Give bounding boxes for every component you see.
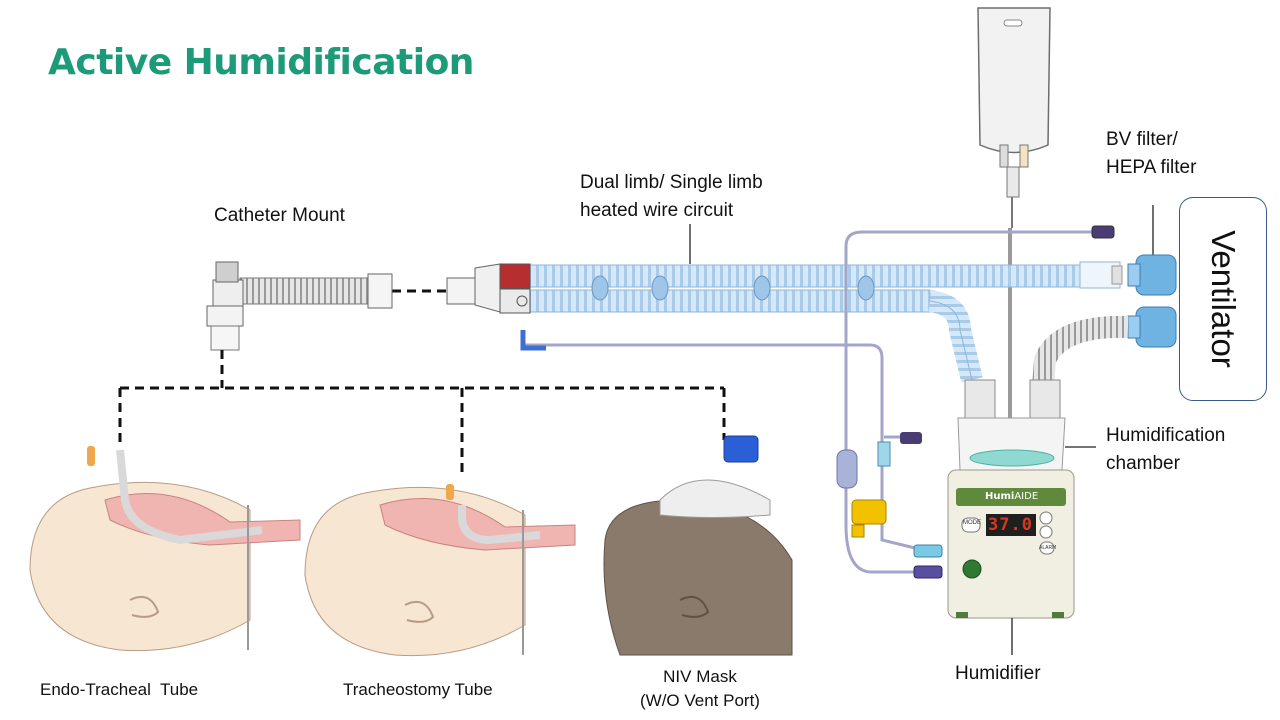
page-title: Active Humidification — [48, 42, 474, 83]
mode-button[interactable]: MODE — [963, 520, 981, 526]
chamber-label-line2: chamber — [1106, 453, 1180, 474]
patient-trach — [304, 484, 576, 657]
circuit-label-line1: Dual limb/ Single limb — [580, 172, 763, 193]
ventilator-label: Ventilator — [1205, 230, 1242, 368]
niv-label-line2: (W/O Vent Port) — [640, 691, 760, 710]
patient-ett — [29, 446, 301, 652]
sensor-lines — [525, 230, 1092, 574]
chamber-label-line1: Humidification — [1106, 425, 1226, 446]
y-piece — [446, 263, 531, 314]
circuit-label: Dual limb/ Single limb heated wire circu… — [580, 169, 763, 225]
device-brand-name: Humi — [985, 491, 1015, 502]
water-bag — [977, 7, 1051, 228]
ventilator-box: Ventilator — [1179, 197, 1267, 401]
device-brand: HumiAIDE — [985, 491, 1038, 502]
catheter-mount-device — [206, 261, 393, 351]
trach-label: Tracheostomy Tube — [343, 680, 493, 699]
filter-label-line2: HEPA filter — [1106, 157, 1197, 178]
ett-label: Endo-Tracheal Tube — [40, 680, 199, 699]
niv-label: NIV Mask (W/O Vent Port) — [620, 665, 780, 713]
patient-niv — [603, 435, 793, 656]
temperature-display: 37.0 — [988, 515, 1033, 535]
catheter-mount-label: Catheter Mount — [214, 205, 345, 226]
filters — [1127, 205, 1177, 348]
sensor-plug — [1091, 225, 1115, 239]
heated-wire-circuit — [529, 261, 1123, 383]
circuit-leader-line — [689, 224, 691, 264]
device-brand-suffix: AIDE — [1014, 491, 1039, 502]
alarm-button[interactable]: ALARM — [1039, 545, 1057, 551]
humidifier-label: Humidifier — [955, 663, 1041, 684]
interface-connector-tree — [118, 350, 726, 478]
chamber-label: Humidification chamber — [1106, 422, 1225, 478]
sensor-module — [836, 432, 943, 579]
filter-label: BV filter/ HEPA filter — [1106, 126, 1196, 182]
humidifier-device — [947, 469, 1075, 655]
niv-label-line1: NIV Mask — [663, 667, 737, 686]
humidification-chamber-device — [957, 379, 1096, 471]
circuit-label-line2: heated wire circuit — [580, 200, 734, 221]
filter-label-line1: BV filter/ — [1106, 129, 1178, 150]
temp-probe — [520, 330, 546, 351]
ventilator-outlet-tube — [1031, 315, 1129, 401]
